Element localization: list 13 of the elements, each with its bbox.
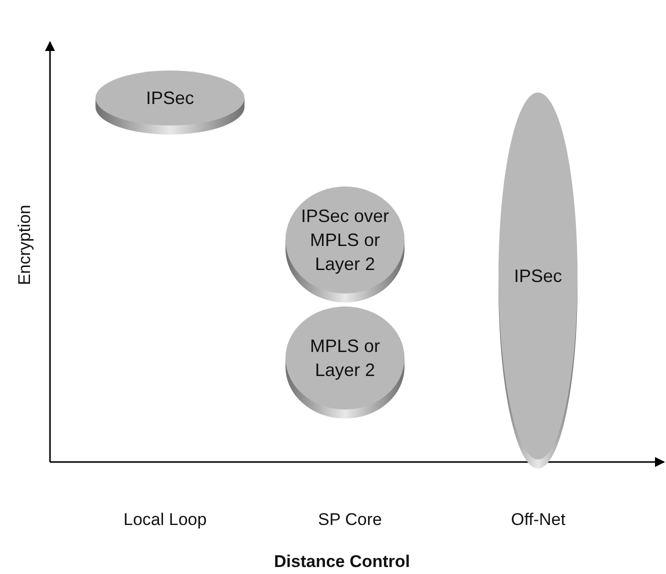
ellipse-node [285, 186, 405, 303]
axis-title: Distance Control [274, 552, 410, 572]
axis-label: Off-Net [511, 510, 566, 530]
node-label: IPSec over MPLS or Layer 2 [300, 205, 390, 276]
ellipse-node [498, 92, 578, 469]
ellipse-node [285, 306, 405, 419]
node-label: IPSec [146, 87, 194, 110]
node-label: IPSec [514, 265, 562, 288]
axis-label: SP Core [318, 510, 382, 530]
axis-title: Encryption [15, 204, 36, 286]
ellipse-node [95, 70, 245, 135]
axis-label: Local Loop [124, 510, 207, 530]
node-label: MPLS or Layer 2 [308, 335, 382, 382]
